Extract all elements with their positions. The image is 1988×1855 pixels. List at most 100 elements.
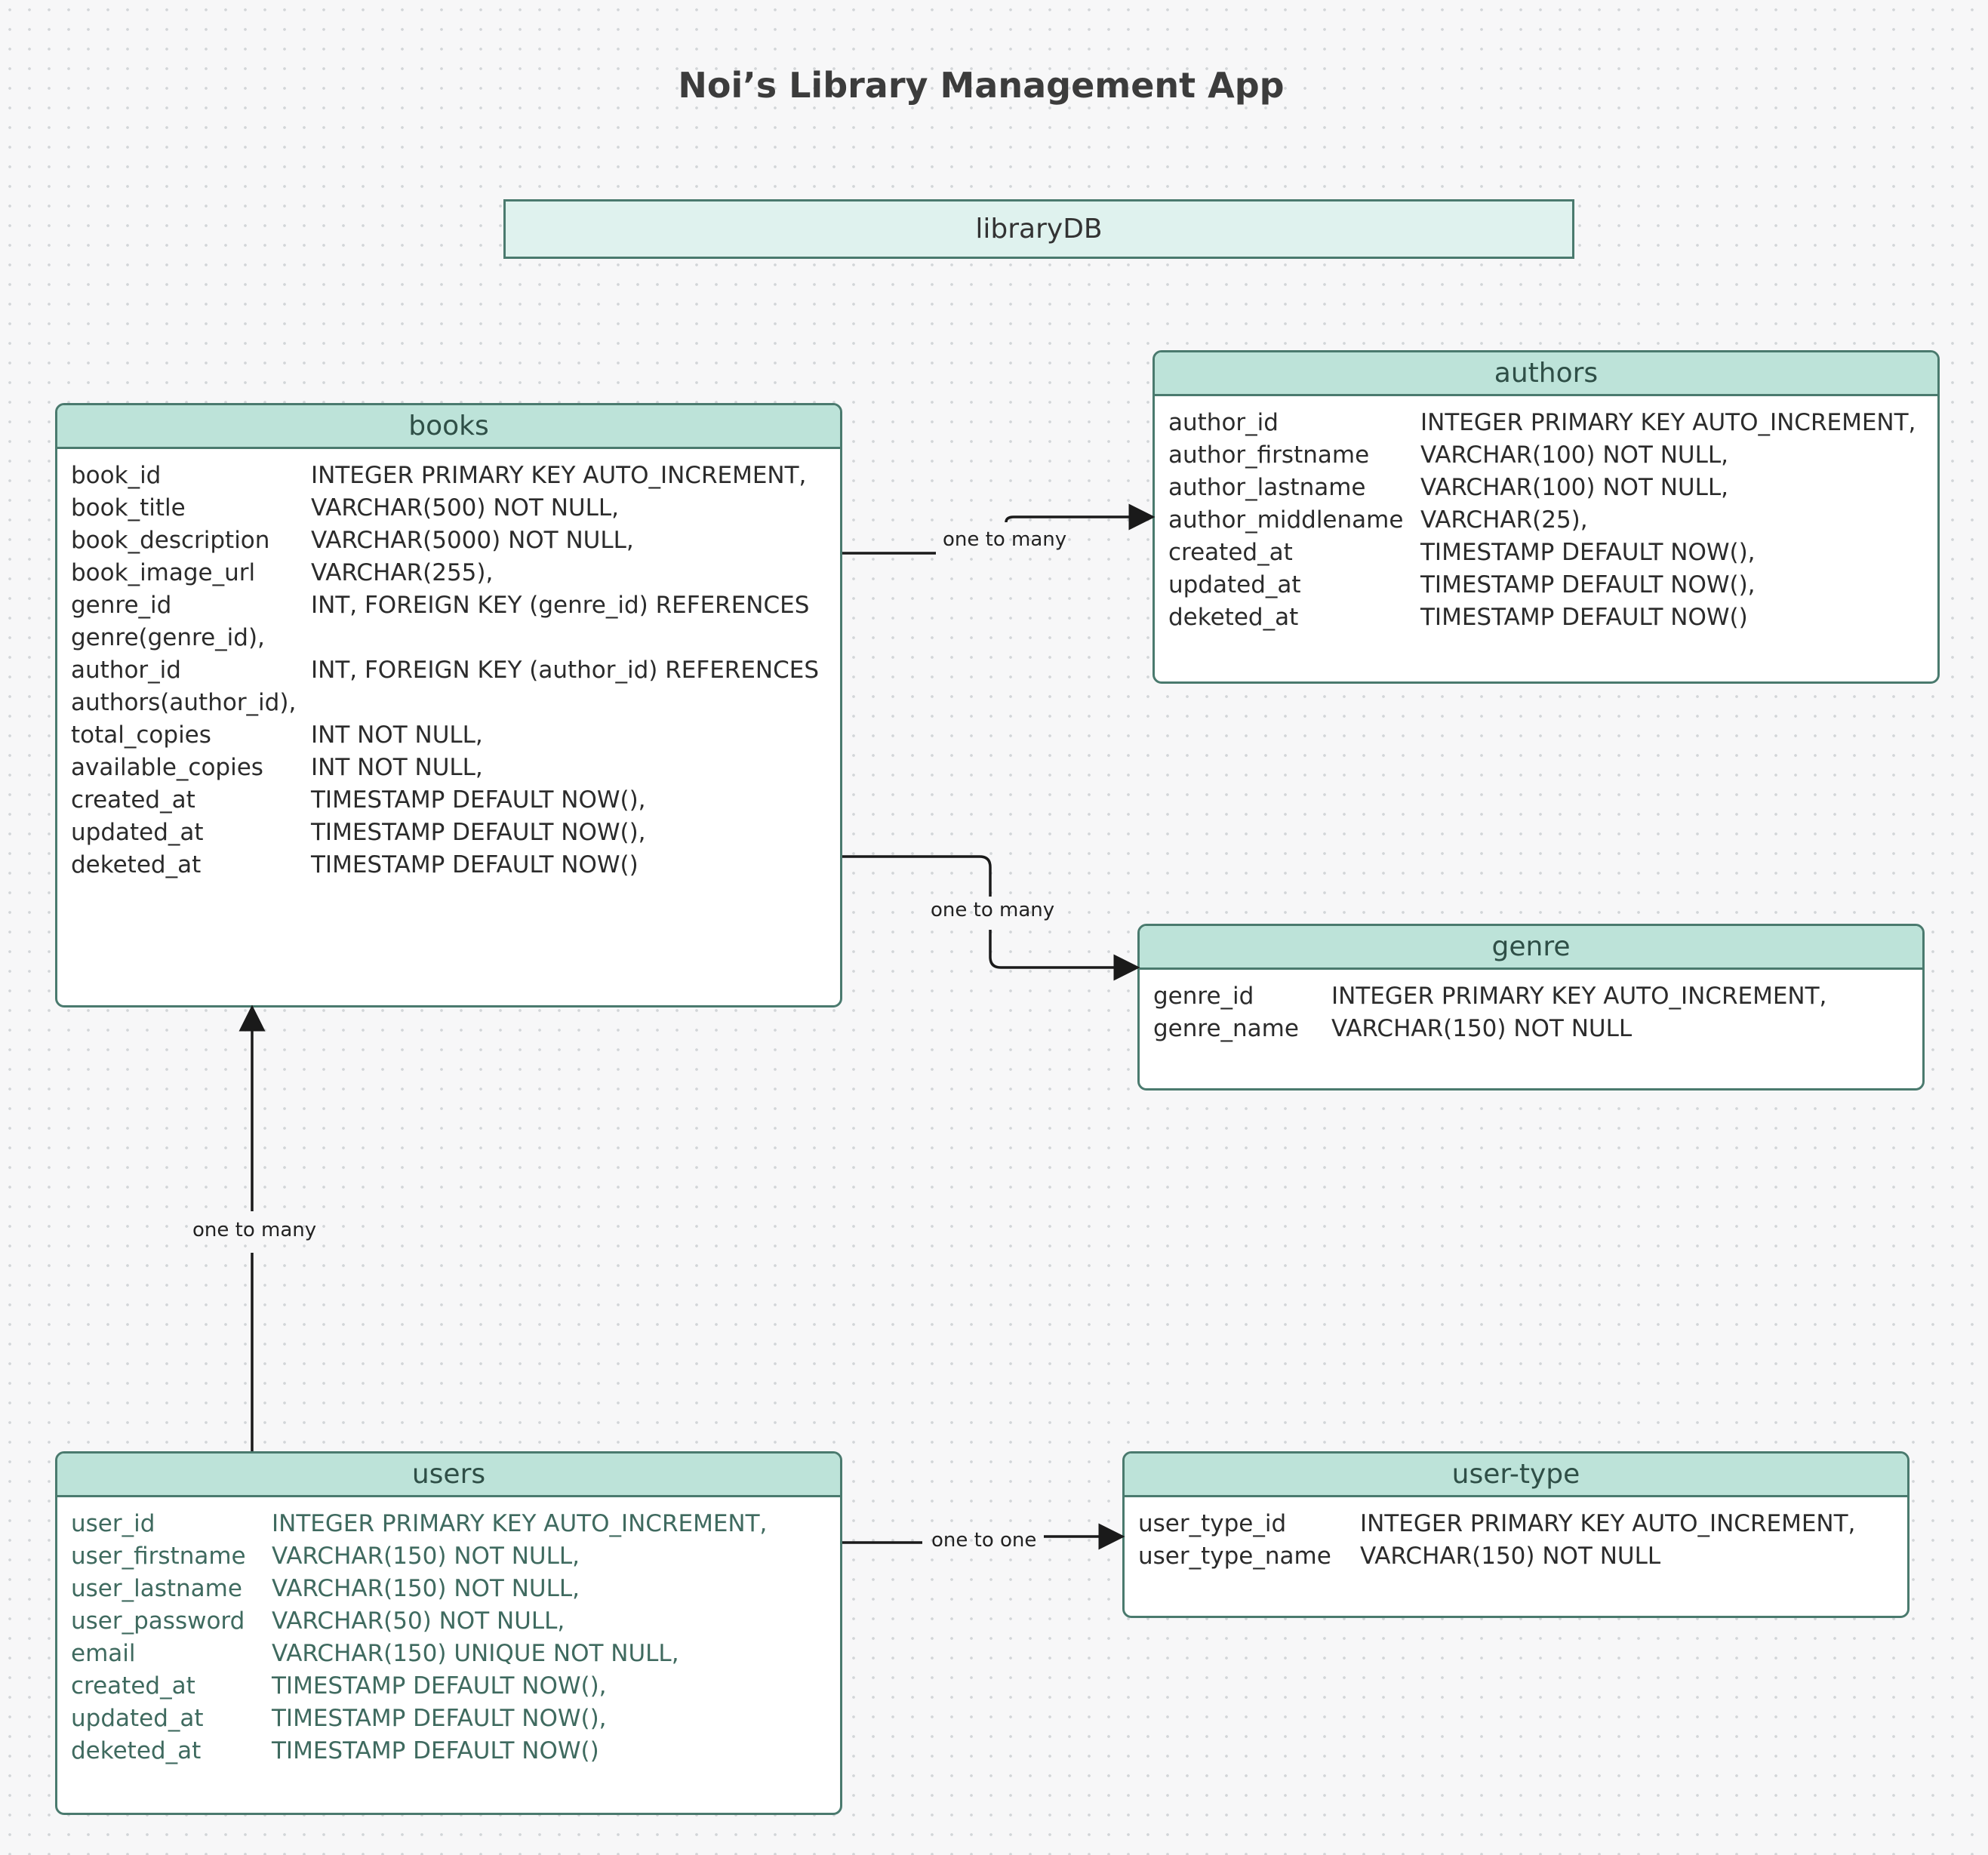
- field-definition: VARCHAR(100) NOT NULL,: [1420, 474, 1728, 501]
- database-name: libraryDB: [975, 214, 1103, 245]
- field-definition-continuation: genre(genre_id),: [71, 624, 265, 651]
- field-name: user_lastname: [71, 1575, 242, 1602]
- field-row: created_at TIMESTAMP DEFAULT NOW(),: [71, 1670, 840, 1703]
- field-row: author_lastname VARCHAR(100) NOT NULL,: [1168, 472, 1937, 504]
- field-row: book_description VARCHAR(5000) NOT NULL,: [71, 525, 840, 557]
- field-name: author_firstname: [1168, 441, 1370, 469]
- field-name: genre_name: [1153, 1015, 1299, 1042]
- field-row: updated_at TIMESTAMP DEFAULT NOW(),: [71, 1703, 840, 1735]
- field-definition: VARCHAR(255),: [311, 559, 494, 586]
- field-name: author_id: [1168, 409, 1279, 436]
- table-genre[interactable]: genre genre_id INTEGER PRIMARY KEY AUTO_I…: [1137, 924, 1925, 1091]
- field-name: updated_at: [71, 819, 204, 846]
- field-definition: TIMESTAMP DEFAULT NOW(),: [1420, 539, 1756, 566]
- field-name: updated_at: [71, 1705, 204, 1732]
- table-header-authors: authors: [1155, 352, 1937, 396]
- field-definition: INTEGER PRIMARY KEY AUTO_INCREMENT,: [1331, 983, 1827, 1010]
- field-name: deketed_at: [71, 1737, 202, 1764]
- table-authors[interactable]: authors author_id INTEGER PRIMARY KEY AUT…: [1152, 350, 1940, 684]
- field-row: total_copies INT NOT NULL,: [71, 719, 840, 752]
- database-box[interactable]: libraryDB: [503, 199, 1574, 259]
- table-body-users: user_id INTEGER PRIMARY KEY AUTO_INCREMEN…: [57, 1497, 840, 1767]
- field-row-continuation: authors(author_id),: [71, 687, 840, 719]
- field-name: total_copies: [71, 721, 211, 749]
- field-row: email VARCHAR(150) UNIQUE NOT NULL,: [71, 1638, 840, 1670]
- relationship-label-books-authors: one to many: [943, 528, 1067, 551]
- table-header-books: books: [57, 405, 840, 449]
- field-definition: TIMESTAMP DEFAULT NOW(),: [272, 1705, 607, 1732]
- field-name: created_at: [1168, 539, 1293, 566]
- field-definition: VARCHAR(150) NOT NULL: [1331, 1015, 1633, 1042]
- table-header-user-type: user-type: [1125, 1454, 1907, 1497]
- relationship-label-books-genre: one to many: [931, 899, 1055, 921]
- field-row: genre_name VARCHAR(150) NOT NULL: [1153, 1013, 1922, 1045]
- field-definition: VARCHAR(500) NOT NULL,: [311, 494, 619, 521]
- field-definition: INTEGER PRIMARY KEY AUTO_INCREMENT,: [1420, 409, 1916, 436]
- field-row: genre_id INTEGER PRIMARY KEY AUTO_INCREME…: [1153, 980, 1922, 1013]
- field-definition: INTEGER PRIMARY KEY AUTO_INCREMENT,: [272, 1510, 768, 1537]
- table-body-authors: author_id INTEGER PRIMARY KEY AUTO_INCREM…: [1155, 396, 1937, 634]
- field-name: book_description: [71, 527, 270, 554]
- field-row: available_copies INT NOT NULL,: [71, 752, 840, 784]
- field-definition: INT NOT NULL,: [311, 721, 483, 749]
- page-title: Noi’s Library Management App: [678, 65, 1285, 106]
- field-name: book_image_url: [71, 559, 256, 586]
- field-row: user_type_name VARCHAR(150) NOT NULL: [1138, 1540, 1907, 1573]
- field-name: created_at: [71, 786, 195, 814]
- field-name: deketed_at: [1168, 604, 1299, 631]
- field-name: book_title: [71, 494, 186, 521]
- table-users[interactable]: users user_id INTEGER PRIMARY KEY AUTO_IN…: [55, 1451, 842, 1815]
- field-name: genre_id: [71, 592, 172, 619]
- field-definition: VARCHAR(150) NOT NULL,: [272, 1575, 580, 1602]
- field-name: user_type_id: [1138, 1510, 1287, 1537]
- field-name: deketed_at: [71, 851, 202, 878]
- field-name: author_id: [71, 657, 181, 684]
- field-name: updated_at: [1168, 571, 1301, 598]
- field-definition: VARCHAR(25),: [1420, 506, 1588, 534]
- field-definition: TIMESTAMP DEFAULT NOW(),: [272, 1672, 607, 1700]
- field-name: author_lastname: [1168, 474, 1366, 501]
- field-definition: INT, FOREIGN KEY (genre_id) REFERENCES: [311, 592, 810, 619]
- field-name: created_at: [71, 1672, 195, 1700]
- field-definition: TIMESTAMP DEFAULT NOW(): [1420, 604, 1748, 631]
- field-name: genre_id: [1153, 983, 1254, 1010]
- field-row: created_at TIMESTAMP DEFAULT NOW(),: [1168, 537, 1937, 569]
- field-row: genre_id INT, FOREIGN KEY (genre_id) REFE…: [71, 589, 840, 622]
- field-definition: INTEGER PRIMARY KEY AUTO_INCREMENT,: [311, 462, 807, 489]
- field-name: email: [71, 1640, 136, 1667]
- field-row: user_lastname VARCHAR(150) NOT NULL,: [71, 1573, 840, 1605]
- table-body-genre: genre_id INTEGER PRIMARY KEY AUTO_INCREME…: [1140, 970, 1922, 1045]
- field-row: user_id INTEGER PRIMARY KEY AUTO_INCREMEN…: [71, 1508, 840, 1540]
- table-header-users: users: [57, 1454, 840, 1497]
- field-name: user_firstname: [71, 1543, 246, 1570]
- field-definition: VARCHAR(5000) NOT NULL,: [311, 527, 634, 554]
- field-definition: INTEGER PRIMARY KEY AUTO_INCREMENT,: [1360, 1510, 1856, 1537]
- field-row-continuation: genre(genre_id),: [71, 622, 840, 654]
- table-user-type[interactable]: user-type user_type_id INTEGER PRIMARY KE…: [1122, 1451, 1910, 1618]
- field-name: user_id: [71, 1510, 155, 1537]
- field-definition: VARCHAR(100) NOT NULL,: [1420, 441, 1728, 469]
- field-definition: VARCHAR(150) UNIQUE NOT NULL,: [272, 1640, 679, 1667]
- table-header-genre: genre: [1140, 926, 1922, 970]
- field-definition: INT NOT NULL,: [311, 754, 483, 781]
- field-row: author_id INTEGER PRIMARY KEY AUTO_INCREM…: [1168, 407, 1937, 439]
- field-definition: TIMESTAMP DEFAULT NOW(),: [311, 819, 646, 846]
- field-definition: TIMESTAMP DEFAULT NOW(): [272, 1737, 599, 1764]
- field-definition: VARCHAR(150) NOT NULL: [1360, 1543, 1661, 1570]
- field-name: author_middlename: [1168, 506, 1404, 534]
- table-body-user-type: user_type_id INTEGER PRIMARY KEY AUTO_INC…: [1125, 1497, 1907, 1573]
- field-row: book_title VARCHAR(500) NOT NULL,: [71, 492, 840, 525]
- field-definition: TIMESTAMP DEFAULT NOW(): [311, 851, 639, 878]
- field-name: user_type_name: [1138, 1543, 1331, 1570]
- field-name: available_copies: [71, 754, 263, 781]
- field-definition: TIMESTAMP DEFAULT NOW(),: [311, 786, 646, 814]
- field-row: updated_at TIMESTAMP DEFAULT NOW(),: [71, 817, 840, 849]
- field-row: author_middlename VARCHAR(25),: [1168, 504, 1937, 537]
- field-name: user_password: [71, 1607, 245, 1635]
- relationship-label-users-user-type: one to one: [931, 1529, 1037, 1552]
